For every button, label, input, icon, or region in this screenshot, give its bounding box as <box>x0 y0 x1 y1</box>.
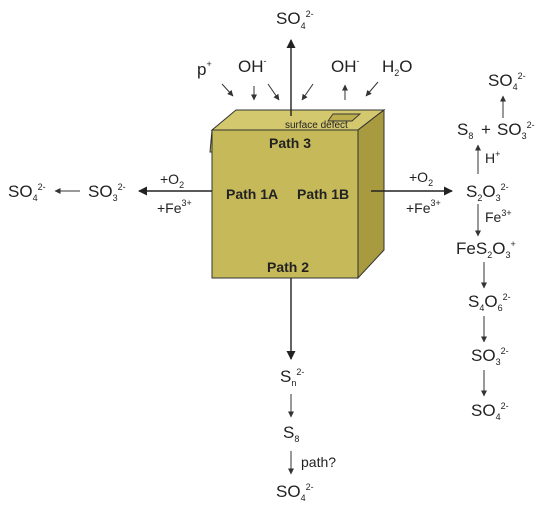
top-sulfate: SO42- <box>276 9 314 31</box>
surface-defect-notch <box>327 113 362 122</box>
left-oxygen-reagent: +O2 <box>160 171 184 190</box>
bottom-s8: S8 <box>283 423 299 444</box>
unknown-path-label: path? <box>301 454 336 470</box>
arrow-water-in <box>365 81 379 97</box>
right-top-sulfite: SO32- <box>497 120 535 141</box>
path-1b-label: Path 1B <box>297 186 349 202</box>
mineral-cube <box>209 108 386 280</box>
right-oxygen-reagent: +O2 <box>409 169 433 188</box>
right-s8: S8 <box>457 120 473 141</box>
proton-catalyst: H+ <box>485 149 500 166</box>
path-3-label: Path 3 <box>269 135 311 151</box>
hydroxyl-right: OH- <box>331 56 360 76</box>
thiosulfate: S2O32- <box>466 182 509 203</box>
right-low-sulfate: SO42- <box>471 401 509 422</box>
polysulfide: Sn2- <box>280 367 304 388</box>
arrow-oh-right-in <box>301 83 314 101</box>
water-species: H2O <box>382 57 413 78</box>
path-2-label: Path 2 <box>267 259 309 275</box>
left-sulfate: SO42- <box>8 182 46 203</box>
path-1a-label: Path 1A <box>226 186 278 202</box>
right-ferric-reagent: +Fe3+ <box>406 198 441 216</box>
right-plus: + <box>481 120 491 139</box>
hydroxyl-left: OH- <box>238 56 267 76</box>
right-top-sulfate: SO42- <box>488 71 526 92</box>
arrow-hole-in <box>221 83 234 97</box>
left-ferric-reagent: +Fe3+ <box>157 198 192 216</box>
fe-thiosulfate-complex: FeS2O3+ <box>456 239 516 260</box>
surface-defect-label: surface defect <box>285 120 348 131</box>
arrow-oh-left-in-2 <box>267 83 280 101</box>
cube-front-face <box>211 129 359 279</box>
cube-side-face <box>357 108 385 280</box>
right-low-sulfite: SO32- <box>471 346 509 367</box>
bottom-sulfate: SO42- <box>276 482 314 503</box>
tetrathionate: S4O62- <box>468 292 511 313</box>
left-sulfite: SO32- <box>88 182 126 203</box>
ferric-catalyst: Fe3+ <box>485 208 512 225</box>
hole-species: p+ <box>197 59 212 79</box>
